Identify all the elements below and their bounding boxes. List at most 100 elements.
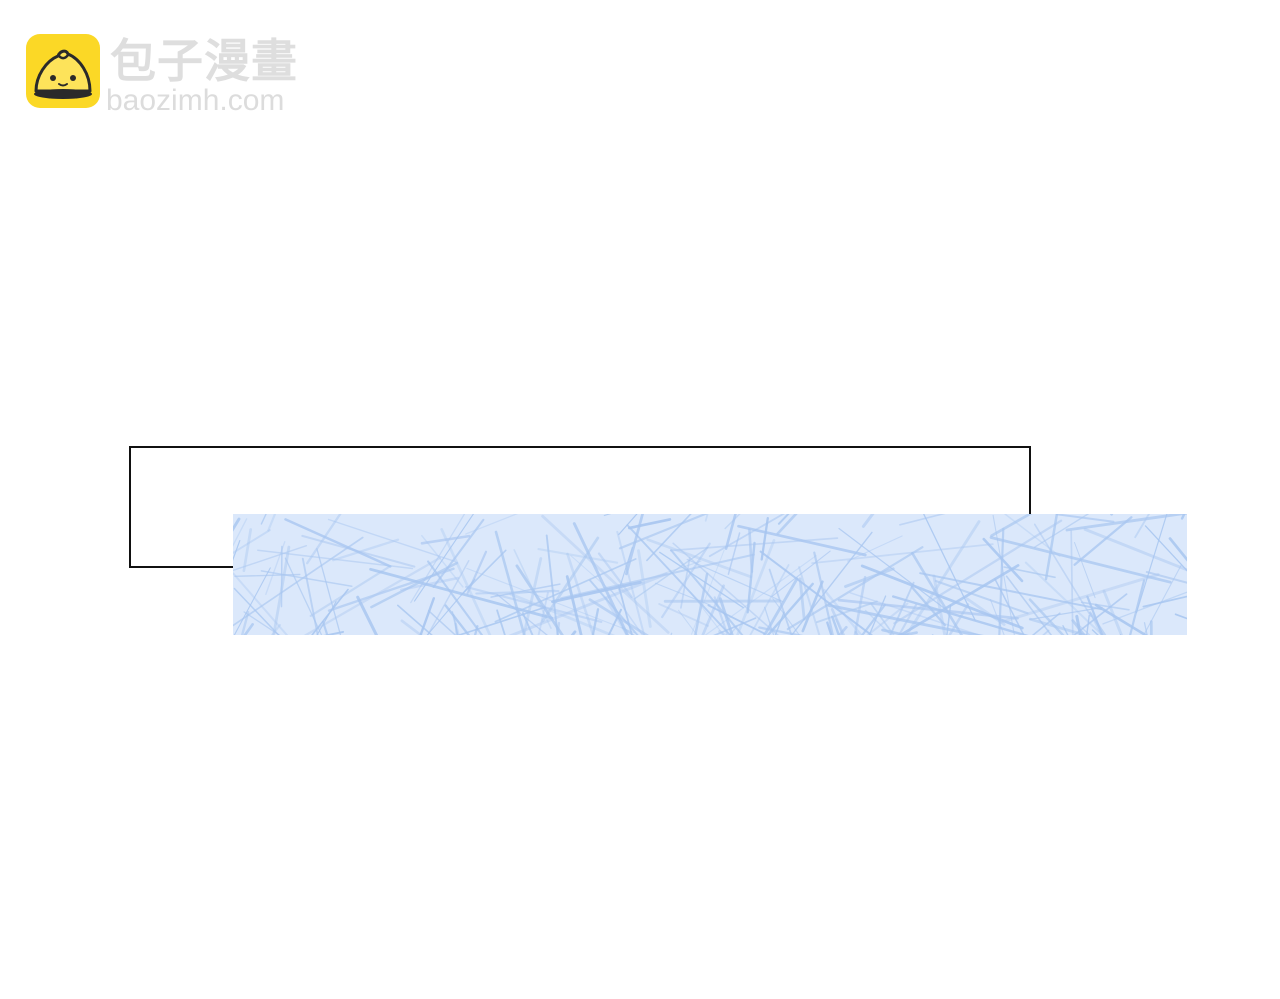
scribble-stroke [625,514,644,576]
scribble-stroke [316,548,342,635]
scribble-stroke [889,581,915,635]
scribble-stroke [1044,514,1059,581]
scribble-stroke [420,534,471,545]
scribble-stroke [776,514,798,535]
scribble-stroke [432,518,485,588]
scribble-stroke [456,606,547,635]
scribble-stroke [545,534,559,635]
scribble-stroke [790,531,873,635]
scribble-stroke [284,518,392,568]
scribble-stroke [272,545,291,635]
scribble-stroke [284,557,323,635]
scribble-stroke [588,598,649,635]
scribble-stroke [759,550,874,635]
scribble-stroke [892,595,1029,635]
scribble-stroke [1145,571,1187,584]
scribble-stroke [678,609,698,635]
scribble-stroke [1144,525,1187,572]
scribble-stroke [1135,514,1168,614]
scribble-stroke [919,572,1103,611]
scribble-stroke [1074,542,1096,599]
scribble-stroke [537,591,549,635]
scribble-stroke [608,587,644,635]
scribble-stroke [701,584,725,635]
scribble-stroke [934,579,1029,615]
scribble-stroke [1070,530,1074,635]
scribble-stroke [661,542,711,619]
scribble-stroke [490,583,561,598]
scribble-stroke [233,529,271,555]
bun-mascot-icon [26,34,100,108]
scribble-stroke [316,601,337,635]
scribble-stroke [1129,579,1146,635]
scribble-stroke [646,514,692,562]
scribble-stroke [410,514,466,604]
scribble-stroke [265,541,286,596]
scribble-stroke [537,547,619,564]
scribble-stroke [637,549,652,628]
scribble-stroke [658,603,709,627]
scribble-stroke [1031,612,1061,635]
scribble-stroke [233,540,241,562]
scribble-stroke [233,518,248,547]
scribble-stroke [1143,564,1182,635]
scribble-stroke [771,550,831,597]
scribble-stroke [758,626,804,635]
scribble-stroke [762,577,799,635]
scribble-stroke [242,528,253,573]
scribble-stroke [541,536,600,623]
scribble-stroke [327,567,455,612]
scribble-stroke [397,604,433,635]
scribble-stroke [830,607,846,635]
scribble-stroke [694,572,709,635]
scribble-stroke [837,598,1019,620]
scribble-stroke [233,572,289,635]
scribble-stroke [801,580,824,633]
scribble-stroke [311,588,349,635]
scribble-stroke [1143,622,1148,635]
scribble-stroke [748,528,754,573]
scribble-stroke [475,590,560,595]
scribble-stroke [560,553,755,600]
scribble-stroke [749,564,790,635]
scribble-stroke [1055,514,1115,523]
scribble-stroke [1072,593,1128,635]
scribble-stroke [1005,575,1053,635]
scribble-stroke [704,555,817,635]
scribble-stroke [267,514,277,532]
scribble-stroke [680,556,691,609]
scribble-stroke [233,567,271,635]
scribble-stroke [798,577,806,621]
scribble-stroke [607,608,622,635]
scribble-stroke [466,567,636,634]
scribble-stroke [1168,537,1187,562]
scribble-stroke [1028,598,1065,635]
scribble-stroke [815,600,878,624]
scribble-stroke [421,534,464,588]
scribble-stroke [989,536,1172,584]
scribble-stroke [982,537,1024,583]
scribble-stroke [551,580,642,604]
scribble-stroke [356,595,379,635]
scribble-stroke [473,625,479,635]
scribble-stroke [522,557,543,635]
scribble-stroke [233,587,280,635]
scribble-stroke [591,608,600,635]
scribble-stroke [849,592,981,635]
scribble-stroke [861,603,886,635]
scribble-stroke [465,514,519,535]
scribble-stroke [419,597,436,635]
scribble-stroke [1065,514,1187,532]
scribble-stroke [508,572,668,635]
scribble-stroke [1086,595,1104,635]
scribble-stroke [306,514,342,565]
scribble-stroke [572,522,630,635]
scribble-stroke [633,546,709,600]
scribble-stroke [904,520,981,635]
scribble-stroke [323,630,345,635]
scribble-stroke [923,514,976,621]
scribble-stroke [866,602,909,635]
scribble-stroke [604,596,629,635]
scribble-stroke [1028,617,1090,635]
